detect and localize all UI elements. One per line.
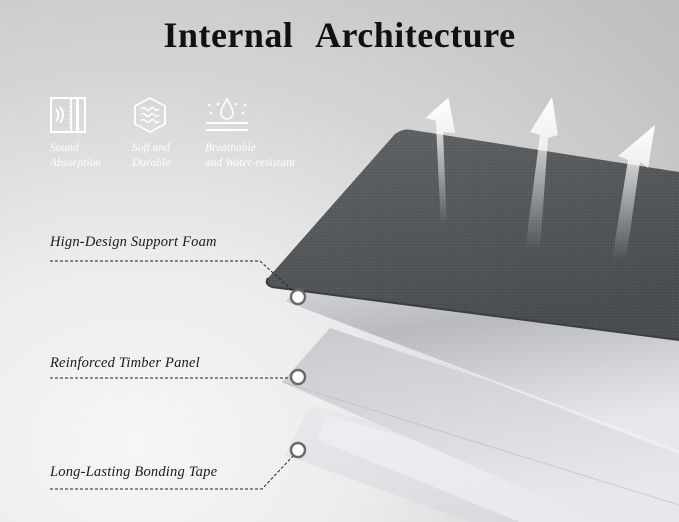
feature-label-line2: Absorption — [50, 157, 102, 169]
feature-label-line2: Durable — [132, 157, 171, 169]
airflow-arrow-icon — [425, 97, 456, 226]
breathable-droplet-icon — [205, 97, 295, 133]
layer-label-timber-panel: Reinforced Timber Panel — [50, 355, 200, 371]
feature-soft-durable: Soft and Durable — [132, 96, 171, 171]
tape-callout-dot — [289, 441, 307, 459]
airflow-arrows — [425, 97, 655, 260]
feature-label-line1: Breathable — [205, 142, 256, 154]
callout-leaders — [50, 260, 294, 490]
feature-label-line2: and Water-resistant — [205, 157, 295, 169]
feature-sound-absorption: Sound Absorption — [50, 97, 101, 171]
fabric-panel-layer — [265, 129, 679, 341]
feature-breathable-water-resistant: Breathable and Water-resistant — [205, 97, 295, 171]
page-title: Internal Architecture — [163, 15, 516, 55]
callout-dots — [289, 288, 307, 459]
airflow-arrow-icon — [525, 97, 558, 250]
foam-callout-dot — [289, 288, 307, 306]
panel-callout-dot — [289, 368, 307, 386]
airflow-arrow-icon — [612, 125, 655, 260]
foam-leader-line — [50, 260, 294, 292]
sound-absorption-icon — [50, 97, 101, 133]
tape-leader-line — [50, 455, 294, 490]
timber-panel-layer — [281, 328, 679, 522]
layer-label-support-foam: Hign-Design Support Foam — [50, 234, 217, 250]
waves-hexagon-icon — [132, 96, 170, 134]
layer-label-bonding-tape: Long-Lasting Bonding Tape — [50, 464, 218, 480]
feature-label-line1: Sound — [50, 142, 79, 154]
feature-label-line1: Soft and — [132, 142, 171, 154]
